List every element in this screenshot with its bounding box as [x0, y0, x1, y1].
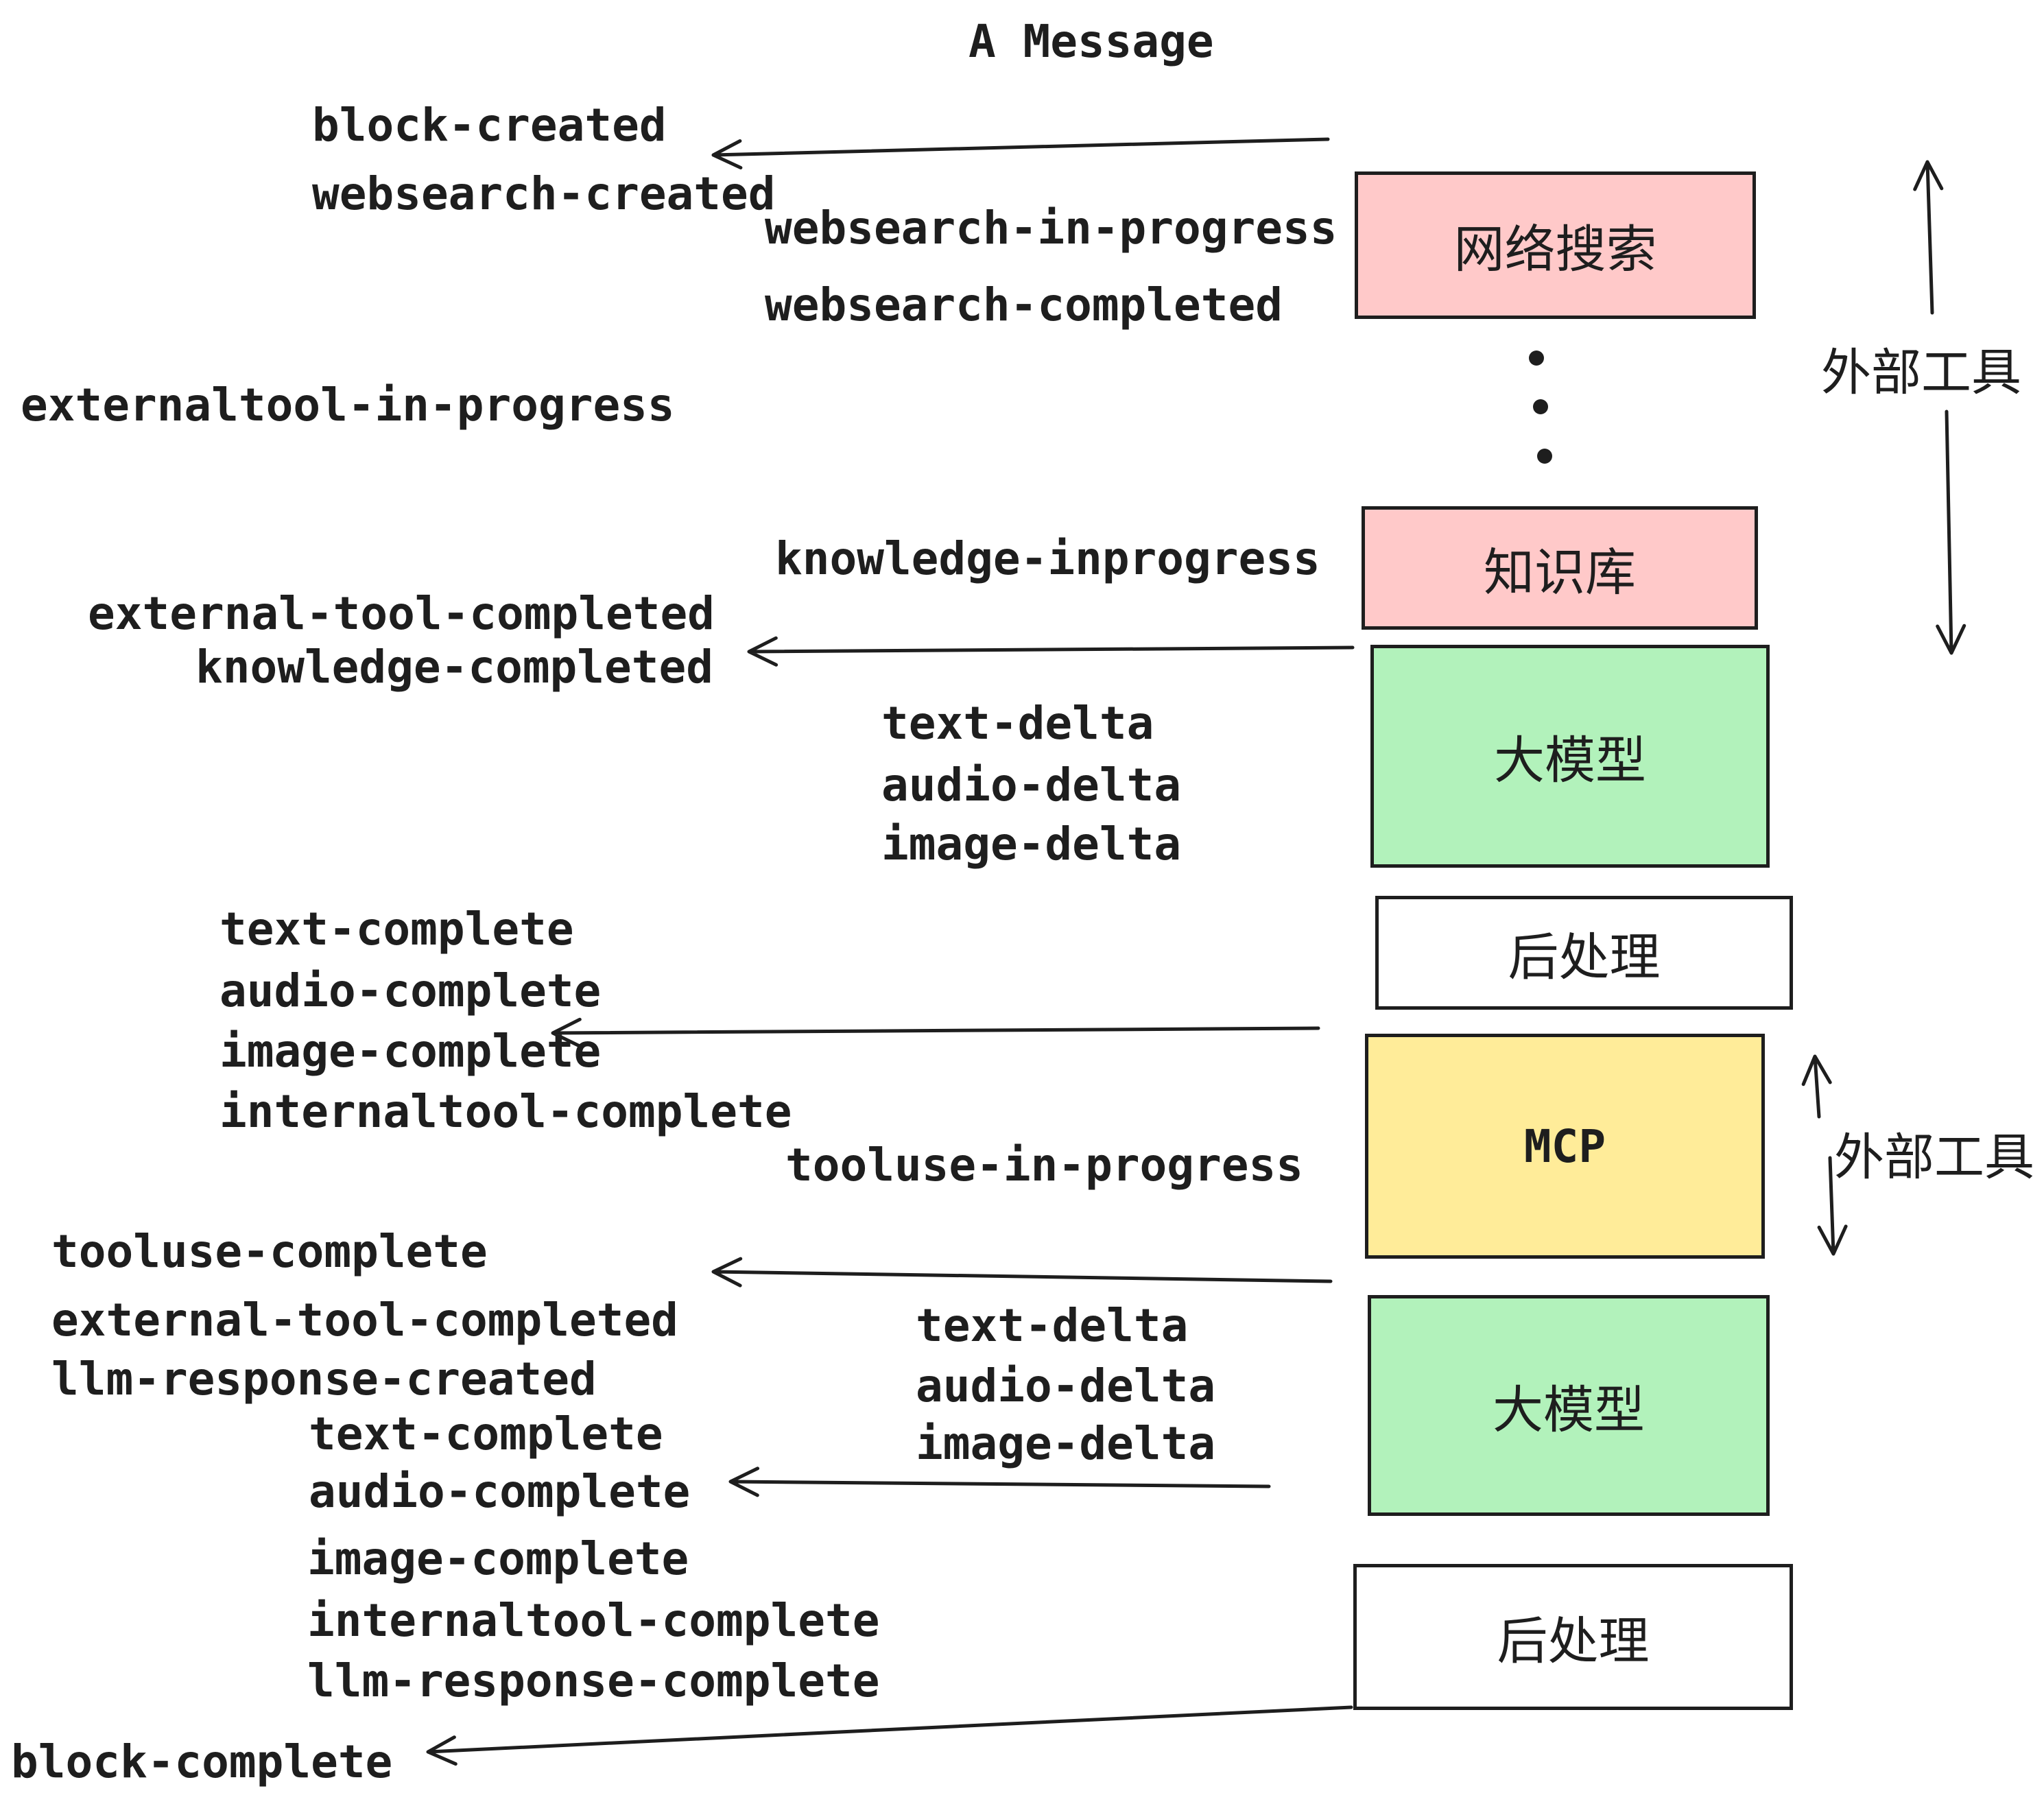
- event-label: image-complete: [219, 1025, 602, 1078]
- event-label: websearch-completed: [765, 278, 1283, 331]
- event-label: text-delta: [916, 1299, 1189, 1352]
- event-label: block-created: [312, 99, 667, 152]
- postprocess-box-2: 后处理: [1353, 1564, 1793, 1710]
- external-tools-label-1: 外部工具: [1821, 344, 2021, 402]
- event-label: websearch-created: [312, 167, 776, 220]
- llm-box-2-label: 大模型: [1493, 1380, 1645, 1440]
- arrow-image-complete: [551, 1017, 1320, 1048]
- event-label: text-delta: [881, 697, 1154, 750]
- event-label: text-complete: [219, 903, 574, 956]
- websearch-box: 网络搜索: [1355, 171, 1756, 319]
- event-label: llm-response-created: [51, 1353, 597, 1405]
- knowledge-box: 知识库: [1362, 506, 1758, 630]
- mcp-box: MCP: [1365, 1034, 1765, 1259]
- event-label: external-tool-completed: [88, 587, 715, 640]
- knowledge-box-label: 知识库: [1484, 543, 1636, 602]
- arrow-block-created: [711, 137, 1330, 169]
- event-label: audio-delta: [881, 759, 1182, 811]
- event-label: knowledge-completed: [195, 641, 713, 693]
- event-label: audio-delta: [916, 1360, 1216, 1412]
- llm-box-2: 大模型: [1368, 1295, 1770, 1516]
- arrow-audio-complete: [728, 1467, 1271, 1497]
- arrow-knowledge-completed: [747, 636, 1355, 667]
- llm-box-1: 大模型: [1370, 645, 1770, 868]
- event-label: block-complete: [11, 1735, 393, 1788]
- event-label: external-tool-completed: [51, 1294, 678, 1346]
- ellipsis-dot: [1537, 449, 1552, 464]
- postprocess-box-1-label: 后处理: [1508, 927, 1661, 987]
- ellipsis-dot: [1529, 351, 1544, 366]
- event-label: knowledge-inprogress: [775, 532, 1320, 585]
- postprocess-box-2-label: 后处理: [1497, 1612, 1650, 1671]
- down-arrow-external-2: [1817, 1156, 1848, 1256]
- event-label: image-delta: [916, 1417, 1216, 1470]
- llm-box-1-label: 大模型: [1494, 731, 1646, 790]
- event-label: tooluse-complete: [51, 1225, 488, 1278]
- up-arrow-external-2: [1801, 1054, 1832, 1119]
- postprocess-box-1: 后处理: [1375, 896, 1793, 1010]
- diagram-title: A Message: [968, 15, 1214, 68]
- up-arrow-external-1: [1913, 160, 1944, 315]
- event-label: internaltool-complete: [219, 1085, 792, 1138]
- event-label: internaltool-complete: [307, 1594, 880, 1647]
- mcp-box-label: MCP: [1523, 1119, 1606, 1173]
- down-arrow-external-1: [1936, 410, 1966, 655]
- websearch-box-label: 网络搜索: [1453, 220, 1657, 279]
- event-label: audio-complete: [309, 1465, 691, 1518]
- event-label: tooluse-in-progress: [785, 1139, 1303, 1191]
- event-label: text-complete: [309, 1408, 663, 1460]
- event-label: llm-response-complete: [307, 1654, 880, 1707]
- arrow-tooluse-complete: [711, 1257, 1333, 1287]
- event-label: image-complete: [307, 1532, 689, 1585]
- event-label: image-delta: [881, 818, 1182, 870]
- arrow-block-complete: [426, 1705, 1353, 1766]
- event-label: websearch-in-progress: [765, 202, 1338, 254]
- external-tools-label-2: 外部工具: [1834, 1128, 2034, 1187]
- event-label: externaltool-in-progress: [21, 379, 675, 431]
- event-label: audio-complete: [219, 964, 602, 1017]
- ellipsis-dot: [1533, 399, 1548, 414]
